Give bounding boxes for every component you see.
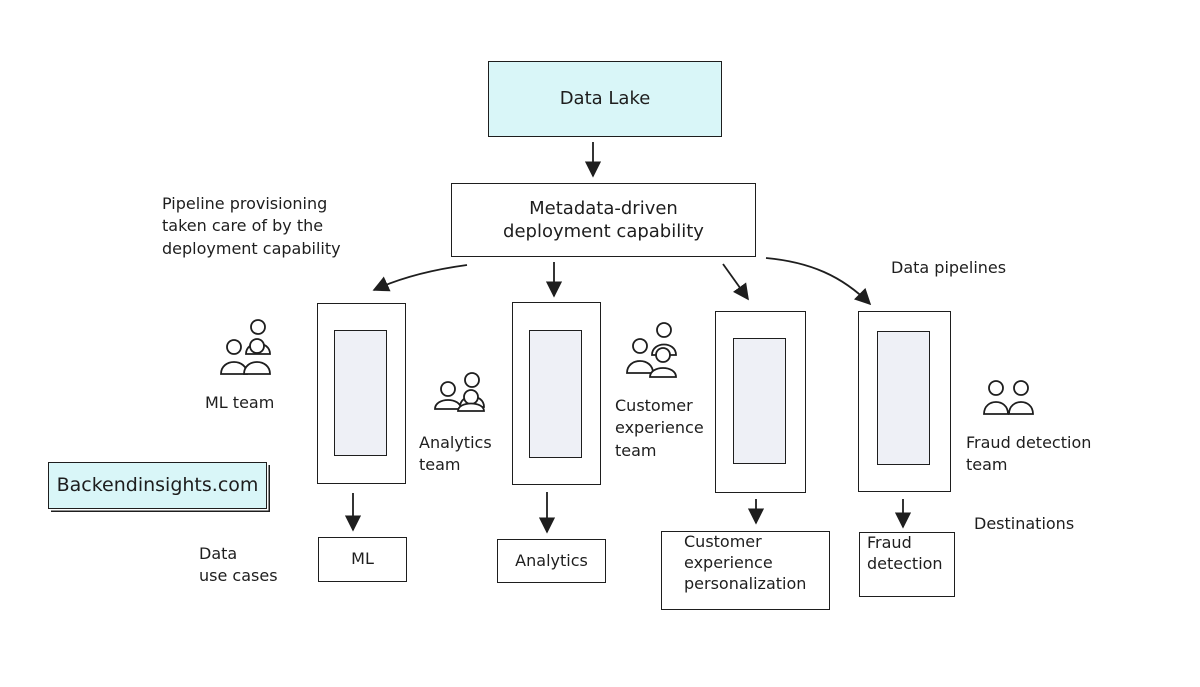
ml-destination-label: ML: [351, 549, 374, 569]
fraud-team-label-line-1: Fraud detection: [966, 433, 1092, 452]
cx-destination-line-2: experience: [684, 552, 773, 572]
team-icon: [434, 372, 485, 412]
arrow-capability-to-cx-pipeline: [722, 263, 749, 301]
analytics-destination: Analytics: [497, 539, 606, 583]
data-lake-label: Data Lake: [559, 88, 651, 110]
provisioning-note: Pipeline provisioning taken care of by t…: [162, 193, 341, 260]
team-icon: [983, 380, 1034, 415]
fraud-detection-team-label: Fraud detection team: [966, 432, 1091, 477]
data-lake-node: Data Lake: [488, 61, 722, 137]
cx-destination-line-3: personalization: [684, 573, 807, 593]
provisioning-note-line-2: taken care of by the: [162, 216, 324, 236]
fraud-destination-line-1: Fraud: [867, 533, 912, 552]
data-pipelines-label: Data pipelines: [891, 258, 1007, 277]
provisioning-note-line-3: deployment capability: [162, 238, 341, 258]
fraud-pipeline-inner: [877, 331, 930, 465]
ml-pipeline-inner: [334, 330, 387, 456]
arrow-capability-to-fraud-pipeline: [765, 257, 872, 306]
deployment-capability-node: Metadata-driven deployment capability: [451, 183, 756, 257]
capability-line-2: deployment capability: [503, 221, 704, 242]
brand-label: Backendinsights.com: [56, 474, 259, 497]
ml-destination: ML: [318, 537, 407, 582]
brand-badge: Backendinsights.com: [48, 462, 267, 509]
destinations-label: Destinations: [974, 514, 1075, 533]
use-cases-line-1: Data: [199, 544, 238, 563]
fraud-pipeline: [858, 311, 951, 492]
analytics-destination-label: Analytics: [515, 550, 588, 570]
fraud-destination-line-2: detection: [867, 553, 943, 573]
customer-experience-team-label: Customer experience team: [615, 395, 704, 462]
cx-team-label-line-3: team: [615, 440, 657, 460]
team-icon: [626, 322, 677, 378]
arrow-capability-to-ml-pipeline: [372, 264, 468, 292]
provisioning-note-line-1: Pipeline provisioning: [162, 194, 328, 213]
customer-experience-pipeline-inner: [733, 338, 786, 464]
cx-team-label-line-2: experience: [615, 418, 704, 438]
analytics-team-label-line-1: Analytics: [419, 433, 492, 452]
customer-experience-destination: Customer experience personalization: [661, 531, 830, 610]
ml-team-label-line-1: ML team: [205, 393, 275, 412]
analytics-pipeline: [512, 302, 601, 485]
data-use-cases-label: Data use cases: [199, 543, 278, 588]
ml-team-label: ML team: [205, 392, 274, 414]
analytics-team-label: Analytics team: [419, 432, 492, 477]
fraud-team-label-line-2: team: [966, 455, 1008, 475]
cx-team-label-line-1: Customer: [615, 396, 693, 415]
fraud-detection-destination: Fraud detection: [859, 532, 955, 597]
capability-line-1: Metadata-driven: [529, 197, 678, 219]
team-icon: [220, 319, 271, 375]
customer-experience-pipeline: [715, 311, 806, 493]
analytics-pipeline-inner: [529, 330, 582, 458]
analytics-team-label-line-2: team: [419, 455, 461, 475]
use-cases-line-2: use cases: [199, 566, 278, 586]
cx-destination-line-1: Customer: [684, 532, 762, 551]
ml-pipeline: [317, 303, 406, 484]
